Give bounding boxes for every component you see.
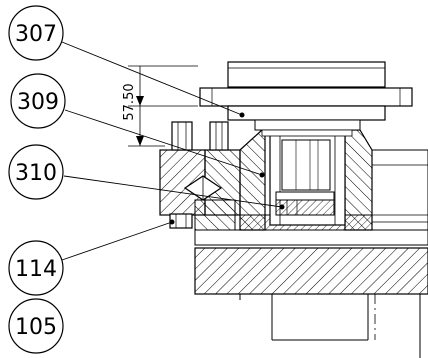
callout-307: 307 (8, 5, 64, 61)
callout-310-label: 310 (15, 161, 57, 186)
leader-dot-309 (259, 172, 265, 178)
spindle-shaft (269, 129, 346, 226)
callout-310: 310 (8, 144, 64, 200)
callout-114-label: 114 (15, 257, 57, 282)
callout-105: 105 (8, 298, 64, 354)
top-flange (199, 61, 413, 137)
leader-dot-114 (169, 219, 175, 225)
leader-dot-307 (239, 112, 245, 118)
leader-dot-310 (279, 204, 285, 210)
dimension-57-50: 57.50 (122, 65, 198, 147)
base-plate (194, 229, 428, 358)
callout-307-label: 307 (15, 22, 57, 47)
callout-309-label: 309 (17, 90, 59, 115)
callout-105-label: 105 (15, 315, 57, 340)
callout-114: 114 (8, 240, 64, 296)
clamp-block (159, 121, 241, 231)
leader-lines (61, 41, 283, 261)
callout-309: 309 (10, 73, 66, 129)
dimension-value: 57.50 (122, 83, 137, 120)
